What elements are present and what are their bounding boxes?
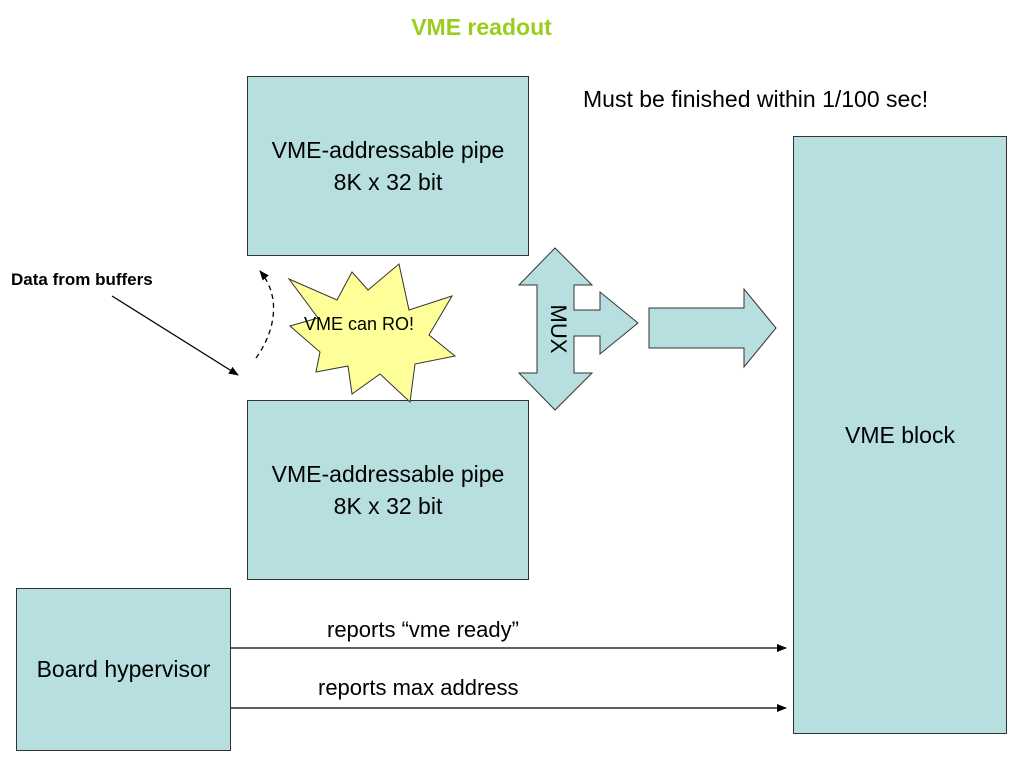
data-pointer-arrow <box>111 295 239 376</box>
pipe-bottom-line2: 8K x 32 bit <box>333 493 443 519</box>
pipe-bottom-line1: VME-addressable pipe <box>271 461 505 487</box>
vme-block-label: VME block <box>845 421 955 448</box>
pipe-top-line1: VME-addressable pipe <box>271 137 505 163</box>
dashed-curve-arrow <box>255 270 275 359</box>
vme-ready-label: reports “vme ready” <box>327 617 519 642</box>
vme-block-box: VME block <box>793 136 1007 734</box>
max-address-label: reports max address <box>318 675 519 700</box>
mux-shape <box>517 247 639 411</box>
block-arrow <box>648 287 777 369</box>
board-hypervisor-box: Board hypervisor <box>16 588 231 751</box>
data-from-buffers-label: Data from buffers <box>11 270 153 289</box>
burst-shape <box>287 263 457 404</box>
pipe-bottom-box: VME-addressable pipe 8K x 32 bit <box>247 400 529 580</box>
mux-label: MUX <box>546 304 571 354</box>
pipe-top-line2: 8K x 32 bit <box>333 169 443 195</box>
page-title: VME readout <box>411 14 552 40</box>
board-hypervisor-label: Board hypervisor <box>36 656 211 682</box>
burst-label: VME can RO! <box>304 314 415 334</box>
pipe-top-box: VME-addressable pipe 8K x 32 bit <box>247 76 529 256</box>
timing-note: Must be finished within 1/100 sec! <box>583 86 929 112</box>
